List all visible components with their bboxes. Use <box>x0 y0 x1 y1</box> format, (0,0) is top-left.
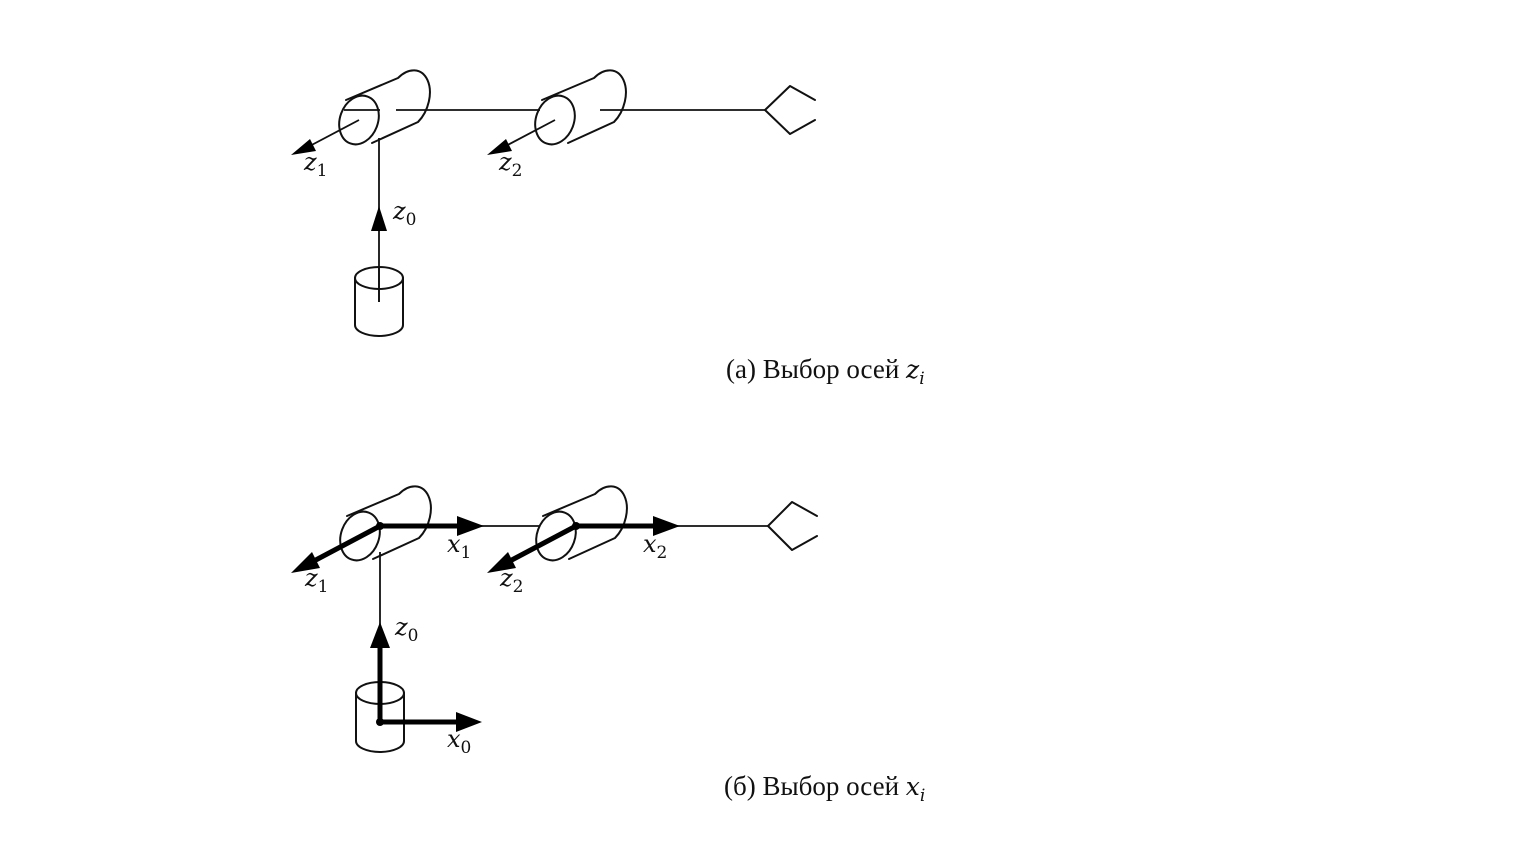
panel-b-gripper <box>767 501 818 551</box>
panel-b-label-x2: x2 <box>643 530 667 563</box>
panel-b-joint-1 <box>339 485 432 562</box>
panel-b-label-z1: z1 <box>304 564 328 597</box>
panel-a-z1-arrowhead <box>291 139 316 155</box>
panel-b-label-z2: z2 <box>499 564 523 597</box>
panel-a-label-z1: z1 <box>303 148 327 181</box>
panel-a-z1-axis <box>305 119 360 149</box>
panel-b-label-x0: x0 <box>447 725 471 758</box>
panel-b-origin-1 <box>376 522 384 530</box>
panel-a-label-z2: z2 <box>498 148 522 181</box>
panel-a-caption: (a) Выбор осей zi <box>726 354 925 389</box>
panel-a-joint-1 <box>338 69 431 146</box>
panel-a-joint-2 <box>534 69 627 146</box>
panel-a-gripper <box>764 85 816 135</box>
panel-b-label-x1: x1 <box>447 530 471 563</box>
panel-a-z2-arrowhead <box>487 139 512 155</box>
panel-b-joint-2 <box>535 485 628 562</box>
panel-a-z2-axis <box>501 119 556 149</box>
panel-b-caption: (б) Выбор осей xi <box>724 771 925 806</box>
panel-b-x0-arrowhead <box>456 712 482 732</box>
panel-b-z0-arrowhead <box>370 622 390 648</box>
panel-b-z2-arrowhead <box>487 552 516 573</box>
panel-a: z1 z2 z0 (a) Выбор осей zi <box>291 69 925 389</box>
panel-a-label-z0: z0 <box>392 197 416 230</box>
panel-a-base-joint <box>354 266 404 337</box>
panel-b-origin-0 <box>376 718 384 726</box>
panel-b-x1-arrowhead <box>457 516 484 536</box>
panel-b-origin-2 <box>572 522 580 530</box>
panel-b-x2-arrowhead <box>653 516 680 536</box>
panel-a-z0-arrowhead <box>371 206 387 231</box>
panel-b-label-z0: z0 <box>394 613 418 646</box>
panel-b-z1-arrowhead <box>291 552 320 573</box>
panel-b-z1-axis <box>310 523 382 565</box>
panel-b-z2-axis <box>506 523 578 565</box>
panel-b: z1 x1 z2 x2 z0 x0 (б) Выбор осей xi <box>291 485 925 806</box>
